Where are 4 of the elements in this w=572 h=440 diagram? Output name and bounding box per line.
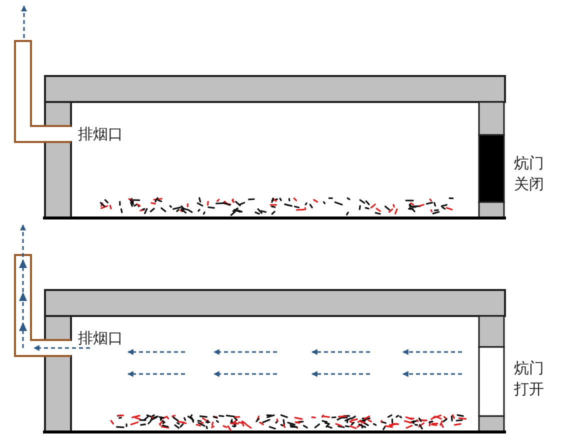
flue-outlet-label: 排烟口: [78, 124, 123, 144]
door-state-label: 炕门关闭: [514, 153, 545, 195]
door-state-label: 炕门打开: [514, 358, 545, 400]
flue-outlet-label: 排烟口: [78, 328, 123, 348]
